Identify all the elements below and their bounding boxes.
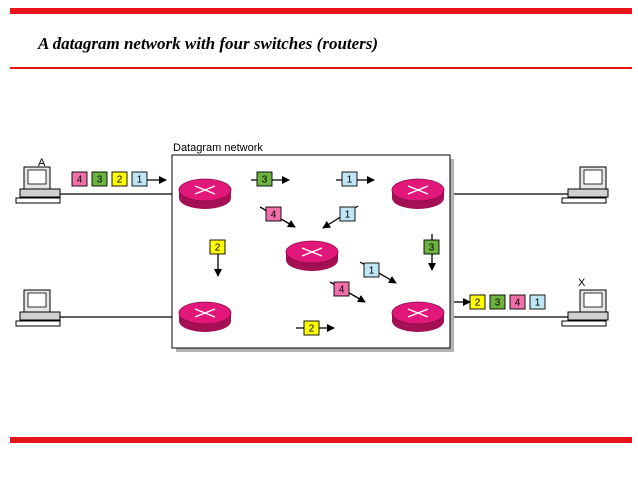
packet-label: 2 (117, 175, 123, 186)
keyboard-icon (15, 197, 61, 204)
slide-title: A datagram network with four switches (r… (38, 34, 379, 53)
packet-label: 4 (515, 298, 521, 309)
packet-diag-4: 4 (265, 206, 282, 222)
router-cross-icon (194, 308, 216, 318)
keyboard-icon (561, 320, 607, 327)
router-cross-icon (194, 185, 216, 195)
packet-label: 3 (495, 298, 501, 309)
packet-box (131, 171, 148, 187)
packet-box (256, 171, 273, 187)
packet-box (265, 206, 282, 222)
packet-box (111, 171, 128, 187)
top-accent-bar (10, 8, 632, 14)
packets: 4 3 2 1 2 3 4 1 3 1 4 1 2 3 1 4 2 (71, 171, 546, 336)
destination-queue-packet-1: 3 (489, 294, 506, 310)
router-cross-icon (407, 185, 429, 195)
router-bottom-left (178, 301, 232, 332)
packet-box (339, 206, 356, 222)
router-bottom-right (391, 301, 445, 332)
destination-queue-packet-3: 1 (529, 294, 546, 310)
packet-box (363, 262, 380, 278)
packet-diag-1: 1 (339, 206, 356, 222)
packet-box (71, 171, 88, 187)
screen-icon (583, 169, 603, 185)
host-top-right-computer (561, 166, 609, 204)
source-queue-packet-2: 2 (111, 171, 128, 187)
packet-label: 1 (345, 210, 351, 221)
screen-icon (27, 292, 47, 308)
routers (178, 178, 445, 332)
keyboard-icon (561, 197, 607, 204)
source-queue-packet-1: 3 (91, 171, 108, 187)
packet-label: 2 (215, 243, 221, 254)
hosts (15, 166, 609, 327)
packet-top-1: 1 (341, 171, 358, 187)
packet-box (489, 294, 506, 310)
computer-base-icon (19, 311, 61, 321)
packet-label: 3 (97, 175, 103, 186)
keyboard-icon (15, 320, 61, 327)
bottom-accent-bar (10, 437, 632, 443)
packet-label: 1 (535, 298, 541, 309)
packet-label: 4 (339, 285, 345, 296)
packet-label: 4 (77, 175, 83, 186)
packet-box (303, 320, 320, 336)
computer-base-icon (19, 188, 61, 198)
router-center (285, 240, 339, 271)
host-label-x: X (578, 277, 586, 289)
destination-queue-packet-2: 4 (509, 294, 526, 310)
packet-label: 1 (347, 175, 353, 186)
packet-right-3: 3 (423, 239, 440, 255)
screen-icon (583, 292, 603, 308)
router-top-left (178, 178, 232, 209)
title-divider (10, 67, 632, 69)
packet-left-2: 2 (209, 239, 226, 255)
destination-queue-packet-0: 2 (469, 294, 486, 310)
packet-box (509, 294, 526, 310)
packet-box (341, 171, 358, 187)
packet-label: 2 (309, 324, 315, 335)
packet-box (423, 239, 440, 255)
screen-icon (27, 169, 47, 185)
router-cross-icon (407, 308, 429, 318)
network-label: Datagram network (173, 142, 263, 154)
packet-label: 4 (271, 210, 277, 221)
computer-base-icon (567, 311, 609, 321)
packet-label: 3 (262, 175, 268, 186)
packet-top-3: 3 (256, 171, 273, 187)
packet-bottom-2: 2 (303, 320, 320, 336)
packet-box (529, 294, 546, 310)
packet-label: 1 (137, 175, 143, 186)
packet-box (209, 239, 226, 255)
packet-label: 2 (475, 298, 481, 309)
source-queue-packet-3: 1 (131, 171, 148, 187)
router-top-right (391, 178, 445, 209)
computer-base-icon (567, 188, 609, 198)
packet-label: 3 (429, 243, 435, 254)
packet-box (91, 171, 108, 187)
host-a-computer (15, 166, 61, 204)
source-queue-packet-0: 4 (71, 171, 88, 187)
packet-lower-4: 4 (333, 281, 350, 297)
packet-label: 1 (369, 266, 375, 277)
packet-box (333, 281, 350, 297)
router-cross-icon (301, 247, 323, 257)
host-x-computer (561, 289, 609, 327)
packet-box (469, 294, 486, 310)
host-bottom-left-computer (15, 289, 61, 327)
packet-lower-1: 1 (363, 262, 380, 278)
host-label-a: A (38, 157, 46, 169)
